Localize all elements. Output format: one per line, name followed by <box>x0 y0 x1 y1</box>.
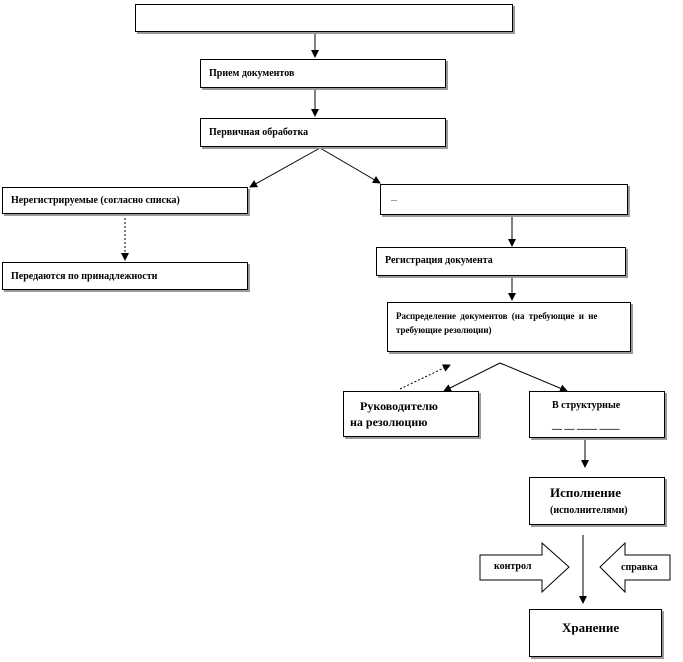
transfer-by-belonging-box: Передаются по принадлежности <box>2 262 248 290</box>
control-arrow-label: контрол <box>494 561 532 572</box>
storage-label: Хранение <box>562 620 620 635</box>
structural-label-line2: __ __ ____ ____ <box>552 420 620 431</box>
structural-units-box: В структурные __ __ ____ ____ <box>529 391 665 438</box>
distribution-label-line1: Распределение документов (на требующие и… <box>396 311 598 321</box>
unregistered-box: Нерегистрируемые (согласно списка) <box>2 187 248 214</box>
manager-resolution-box: Руководителю на резолюцию <box>343 391 479 437</box>
distribution-label-line2: требующие резолюции) <box>396 325 492 335</box>
execution-label-line1: Исполнение <box>550 485 622 500</box>
arrow-primary-to-unregistered <box>249 147 321 188</box>
arrow-distribution-to-manager <box>443 362 501 392</box>
document-registration-label: Регистрация документа <box>385 255 493 266</box>
receive-documents-box: Прием документов <box>200 59 446 88</box>
reference-arrow-label: справка <box>621 562 658 573</box>
arrow-manager-dotted-return <box>399 364 451 390</box>
execution-label-line2: (исполнителями) <box>550 505 628 516</box>
arrow-distribution-to-structural <box>499 362 568 392</box>
reference-block-arrow <box>599 541 671 594</box>
registered-branch-label: … <box>391 197 397 203</box>
primary-processing-box: Первичная обработка <box>200 118 446 147</box>
arrow-primary-to-registered <box>319 147 381 184</box>
distribution-box: Распределение документов (на требующие и… <box>387 302 631 352</box>
manager-label-line1: Руководителю <box>360 399 438 413</box>
start-box <box>135 4 513 32</box>
storage-box: Хранение <box>529 609 662 657</box>
primary-processing-label: Первичная обработка <box>209 127 309 138</box>
transfer-by-belonging-label: Передаются по принадлежности <box>11 271 158 282</box>
receive-documents-label: Прием документов <box>209 68 295 79</box>
manager-label-line2: на резолюцию <box>350 415 428 429</box>
unregistered-label: Нерегистрируемые (согласно списка) <box>11 195 180 206</box>
structural-label-line1: В структурные <box>552 400 621 411</box>
registered-branch-box: … <box>380 184 628 215</box>
document-registration-box: Регистрация документа <box>376 247 626 276</box>
control-block-arrow <box>479 541 570 594</box>
execution-box: Исполнение (исполнителями) <box>529 477 665 525</box>
